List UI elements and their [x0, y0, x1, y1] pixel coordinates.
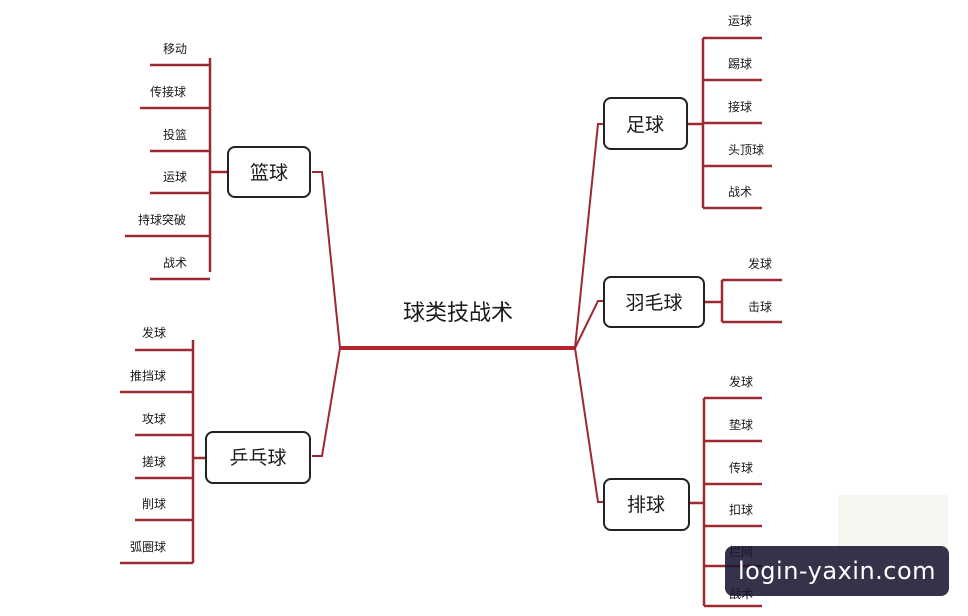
- leaf-basketball-move: 移动: [163, 42, 187, 56]
- leaf-football-header: 头顶球: [728, 143, 764, 157]
- leaf-group-badminton: 发球 击球: [722, 256, 782, 324]
- leaf-volleyball-set: 传球: [729, 460, 753, 475]
- center-label: 球类技战术: [403, 301, 513, 326]
- leaf-basketball-pass: 传接球: [150, 84, 186, 99]
- node-badminton-label: 羽毛球: [625, 292, 682, 314]
- leaf-volleyball-dig: 垫球: [729, 417, 753, 432]
- node-football: 足球: [603, 97, 688, 150]
- node-pingpong: 乒乓球: [205, 431, 311, 484]
- leaf-pingpong-loop: 弧圈球: [130, 540, 166, 554]
- leaf-pingpong-attack: 攻球: [142, 412, 166, 426]
- node-volleyball: 排球: [603, 478, 690, 531]
- leaf-group-football: 运球 踢球 接球 头顶球 战术: [703, 14, 772, 210]
- node-pingpong-label: 乒乓球: [229, 447, 286, 469]
- node-volleyball-label: 排球: [627, 494, 665, 516]
- node-badminton: 羽毛球: [603, 276, 705, 328]
- watermark-text: login-yaxin.com: [737, 557, 937, 585]
- leaf-volleyball-serve: 发球: [729, 374, 753, 389]
- leaf-football-dribble: 运球: [728, 14, 752, 28]
- leaf-football-tactics: 战术: [728, 185, 752, 199]
- node-basketball-label: 篮球: [250, 162, 288, 184]
- leaf-badminton-serve: 发球: [748, 256, 772, 271]
- leaf-badminton-hit: 击球: [748, 300, 772, 314]
- leaf-pingpong-push: 推挡球: [130, 369, 166, 383]
- leaf-football-receive: 接球: [728, 99, 752, 114]
- branch-badminton: [574, 300, 605, 349]
- branch-volleyball: [574, 347, 605, 503]
- branch-basketball: [312, 171, 341, 349]
- leaf-basketball-tactics: 战术: [163, 256, 187, 270]
- node-football-label: 足球: [626, 114, 664, 136]
- branch-pingpong: [312, 347, 341, 457]
- leaf-pingpong-cut: 搓球: [142, 454, 166, 469]
- leaf-pingpong-chop: 削球: [142, 497, 166, 511]
- leaf-basketball-dribble: 运球: [163, 170, 187, 184]
- leaf-basketball-drive: 持球突破: [138, 212, 186, 227]
- branch-football: [574, 123, 605, 349]
- leaf-basketball-shoot: 投篮: [163, 127, 187, 142]
- leaf-volleyball-spike: 扣球: [729, 503, 753, 517]
- node-basketball: 篮球: [227, 146, 311, 198]
- watermark-ghost: [838, 495, 948, 550]
- leaf-group-basketball: 移动 传接球 投篮 运球 持球突破 战术: [125, 42, 210, 281]
- leaf-football-kick: 踢球: [728, 57, 752, 71]
- watermark-badge: login-yaxin.com: [725, 546, 949, 596]
- leaf-group-pingpong: 发球 推挡球 攻球 搓球 削球 弧圈球: [120, 325, 193, 565]
- leaf-pingpong-serve: 发球: [142, 325, 166, 340]
